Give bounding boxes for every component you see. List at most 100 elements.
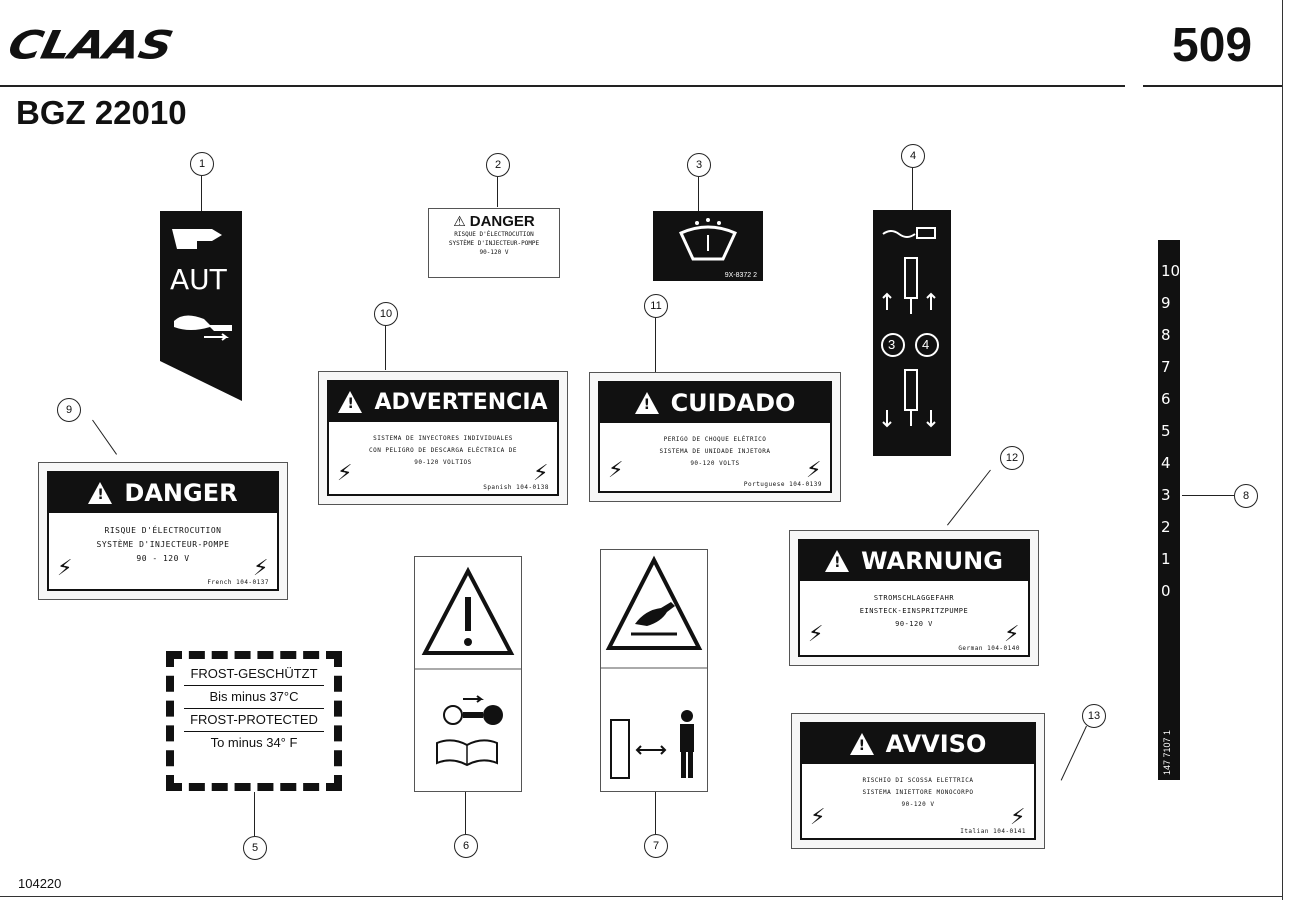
label-2-title: DANGER — [469, 213, 535, 230]
label-3-code: 9X-8372 2 — [724, 272, 757, 279]
label-9-code: French 104-0137 — [207, 579, 269, 586]
label-13-line1: RISCHIO DI SCOSSA ELETTRICA — [862, 777, 974, 784]
label-12-line3: 90-120 V — [895, 620, 933, 628]
label-11-line1: PERIGO DE CHOQUE ELÉTRICO — [663, 436, 767, 443]
callout-9: 9 — [57, 398, 81, 422]
electric-shock-icon: ⚡ — [808, 622, 824, 647]
callout-6: 6 — [454, 834, 478, 858]
leader-6 — [465, 792, 466, 834]
electric-shock-icon: ⚡ — [57, 556, 73, 581]
key-removal-icon — [443, 695, 503, 725]
leader-10 — [385, 326, 386, 370]
label-1-auto: AUT — [160, 211, 242, 401]
electric-shock-icon: ⚡ — [608, 458, 624, 483]
leader-11 — [655, 318, 656, 372]
label-4-number-3: 3 — [888, 337, 896, 352]
label-9-danger: DANGER RISQUE D'ÉLECTROCUTION SYSTÈME D'… — [38, 462, 288, 600]
label-8-scale-strip: 10 9 8 7 6 5 4 3 2 1 0 147 7107 1 — [1158, 240, 1180, 780]
label-8-code: 147 7107 1 — [1162, 729, 1172, 775]
label-13-avviso: AVVISO RISCHIO DI SCOSSA ELETTRICA SISTE… — [791, 713, 1045, 849]
electric-shock-icon: ⚡ — [810, 805, 826, 830]
electric-shock-icon: ⚡ — [253, 556, 269, 581]
callout-10: 10 — [374, 302, 398, 326]
warning-triangle-icon — [849, 733, 874, 755]
leader-5 — [254, 792, 255, 836]
distance-arrow-icon — [635, 745, 667, 755]
machine-icon — [610, 719, 630, 779]
callout-13: 13 — [1082, 704, 1106, 728]
label-5-frost: FROST-GESCHÜTZT Bis minus 37°C FROST-PRO… — [166, 651, 342, 791]
leader-12 — [947, 469, 991, 526]
warning-triangle-icon — [634, 392, 659, 414]
header-rule-right — [1143, 85, 1283, 87]
leader-2 — [497, 177, 498, 207]
label-11-line2: SISTEMA DE UNIDADE INJETORA — [659, 448, 771, 455]
warning-triangle-icon: ⚠ — [453, 213, 466, 229]
label-13-line3: 90-120 V — [901, 801, 935, 808]
manual-book-icon — [436, 739, 498, 767]
figure-code: 104220 — [18, 876, 62, 891]
label-12-line1: STROMSCHLAGGEFAHR — [873, 594, 955, 602]
leader-7 — [655, 792, 656, 834]
label-5-line1: FROST-GESCHÜTZT — [190, 666, 318, 681]
scale-number: 6 — [1161, 390, 1171, 408]
label-7-keep-distance — [600, 549, 708, 792]
leader-8 — [1182, 495, 1234, 496]
callout-12: 12 — [1000, 446, 1024, 470]
label-10-title: ADVERTENCIA — [374, 389, 548, 415]
callout-8: 8 — [1234, 484, 1258, 508]
windshield-washer-icon — [679, 218, 737, 261]
callout-3: 3 — [687, 153, 711, 177]
label-13-line2: SISTEMA INIETTORE MONOCORPO — [862, 789, 974, 796]
scale-number: 0 — [1161, 582, 1171, 600]
label-9-line3: 90 - 120 V — [136, 554, 190, 563]
label-10-advertencia: ADVERTENCIA SISTEMA DE INYECTORES INDIVI… — [318, 371, 568, 505]
label-5-line3: FROST-PROTECTED — [190, 712, 318, 727]
warning-triangle-icon — [605, 555, 703, 650]
warning-triangle-icon — [338, 391, 363, 413]
leader-3 — [698, 177, 699, 211]
scale-number: 7 — [1161, 358, 1171, 376]
label-11-cuidado: CUIDADO PERIGO DE CHOQUE ELÉTRICO SISTEM… — [589, 372, 841, 502]
scale-number: 2 — [1161, 518, 1171, 536]
label-5-line2: Bis minus 37°C — [209, 689, 299, 704]
label-2-line1: RISQUE D'ÉLECTROCUTION — [454, 231, 534, 238]
electric-shock-icon: ⚡ — [337, 461, 353, 486]
person-icon — [680, 710, 694, 778]
label-12-code: German 104-0140 — [958, 645, 1020, 652]
scale-number: 5 — [1161, 422, 1171, 440]
scale-number: 4 — [1161, 454, 1171, 472]
label-10-code: Spanish 104-0138 — [483, 484, 549, 491]
frame-right-border — [1282, 0, 1283, 900]
label-10-line2: CON PELIGRO DE DESCARGA ELÉCTRICA DE — [368, 447, 518, 454]
label-5-line4: To minus 34° F — [210, 735, 298, 750]
label-11-code: Portuguese 104-0139 — [743, 481, 822, 488]
leader-9 — [92, 419, 117, 455]
electric-shock-icon: ⚡ — [1004, 622, 1020, 647]
header-rule — [0, 85, 1125, 87]
label-2-line2: SYSTÈME D'INJECTEUR-POMPE — [448, 240, 540, 247]
label-9-line1: RISQUE D'ÉLECTROCUTION — [104, 526, 222, 535]
brand-logo: CLAAS — [4, 22, 177, 68]
label-1-text: AUT — [170, 263, 227, 296]
label-2-line3: 90-120 V — [479, 249, 509, 256]
callout-1: 1 — [190, 152, 214, 176]
leader-4 — [912, 168, 913, 210]
hydraulic-cylinder-icon — [881, 227, 939, 428]
label-11-title: CUIDADO — [670, 389, 796, 417]
warning-triangle-icon — [421, 566, 515, 655]
leader-13 — [1060, 725, 1087, 781]
label-10-line3: 90-120 VOLTIOS — [414, 459, 472, 466]
label-2-danger-small: ⚠ DANGER RISQUE D'ÉLECTROCUTION SYSTÈME … — [428, 208, 560, 278]
frame-bottom-border — [0, 896, 1283, 897]
scale-number: 9 — [1161, 294, 1171, 312]
electric-shock-icon: ⚡ — [806, 458, 822, 483]
callout-4: 4 — [901, 144, 925, 168]
scale-number: 8 — [1161, 326, 1171, 344]
callout-7: 7 — [644, 834, 668, 858]
hand-crush-icon — [635, 602, 675, 626]
label-4-hydraulic: 3 4 — [873, 210, 951, 456]
label-3-washer: 9X-8372 2 — [653, 211, 763, 281]
scale-number: 3 — [1161, 486, 1171, 504]
label-12-line2: EINSTECK-EINSPRITZPUMPE — [859, 607, 969, 615]
